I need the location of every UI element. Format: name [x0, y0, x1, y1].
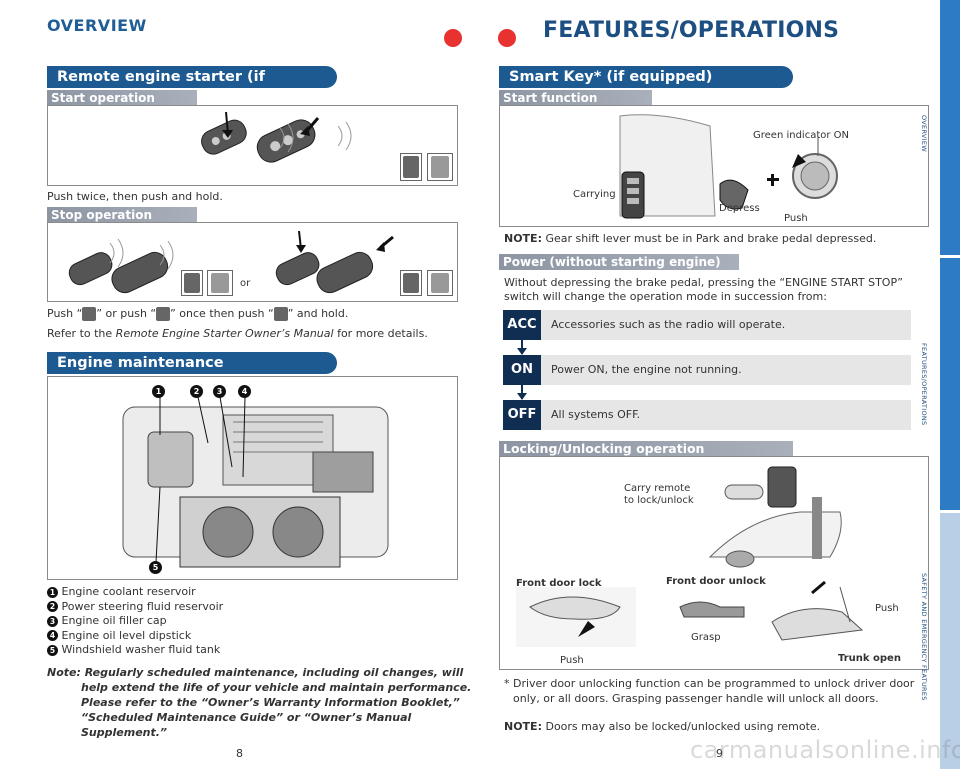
mode-off-row: OFF All systems OFF. [503, 400, 911, 430]
lock-icon-b [400, 270, 422, 296]
mode-arrow-2 [521, 385, 523, 399]
lock-button-icon [400, 153, 422, 181]
depress-label: Depress [719, 203, 760, 214]
front-door-unlock-label: Front door unlock [666, 576, 766, 587]
lock-icon-inline [82, 307, 97, 321]
start-function-label: Start function [499, 90, 652, 106]
callout-4: 4 [238, 385, 251, 398]
mode-acc-row: ACC Accessories such as the radio will o… [503, 310, 911, 340]
page-number-left: 8 [236, 747, 243, 760]
page-number-right: 9 [716, 747, 723, 760]
list-item: 3 Engine oil filler cap [47, 614, 223, 629]
arrow-head-2 [517, 393, 527, 400]
callout-3: 3 [213, 385, 226, 398]
refer-text: Refer to the Remote Engine Starter Owner… [47, 327, 428, 340]
list-item: 2 Power steering fluid reservoir [47, 600, 223, 615]
unlock-icon-b [427, 270, 453, 296]
callout-5: 5 [149, 561, 162, 574]
smart-key-banner: Smart Key* (if equipped) [499, 66, 793, 88]
start-operation-label: Start operation [47, 90, 197, 106]
stop-operation-illustration: or [47, 222, 458, 302]
power-label: Power (without starting engine) [499, 254, 739, 270]
power-description: Without depressing the brake pedal, pres… [504, 276, 903, 303]
stop-fobs-illustration [68, 230, 394, 294]
stop-operation-label: Stop operation [47, 207, 197, 223]
tab-safety[interactable]: SAFETY AND EMERGENCY FEATURES [920, 513, 960, 769]
car-exterior-drawing [516, 466, 864, 647]
red-dot-right [498, 29, 516, 47]
lock-icon-inline-2 [156, 307, 171, 321]
page-title: FEATURES/OPERATIONS [543, 18, 840, 43]
maintenance-note: Note: Regularly scheduled maintenance, i… [47, 666, 472, 739]
front-door-lock-label: Front door lock [516, 578, 602, 589]
or-text: or [240, 278, 251, 289]
off-description: All systems OFF. [551, 408, 641, 421]
arrow-head-1 [517, 348, 527, 355]
tab-features-label: FEATURES/OPERATIONS [920, 343, 928, 426]
acc-badge: ACC [503, 310, 541, 340]
lock-icon-a [181, 270, 203, 296]
remote-fobs-illustration [201, 111, 352, 163]
list-item: 1 Engine coolant reservoir [47, 585, 223, 600]
engine-bay-drawing [122, 396, 389, 568]
locking-footnote: * Driver door unlocking function can be … [504, 677, 915, 705]
trunk-icon [207, 270, 233, 296]
grasp-label: Grasp [691, 632, 721, 643]
start-function-illustration: Green indicator ON Carrying Depress Push [499, 105, 929, 227]
start-operation-illustration [47, 105, 458, 186]
locking-label: Locking/Unlocking operation [499, 441, 793, 457]
on-badge: ON [503, 355, 541, 385]
watermark: carmanualsonline.info [690, 736, 960, 764]
engine-maintenance-banner: Engine maintenance [47, 352, 337, 374]
list-item: 5 Windshield washer fluid tank [47, 643, 223, 658]
engine-illustration: 1 2 3 4 5 [47, 376, 458, 580]
lock-icon-inline-3 [273, 307, 288, 321]
tab-safety-label: SAFETY AND EMERGENCY FEATURES [920, 573, 928, 701]
locking-illustration: Carry remote to lock/unlock Front door l… [499, 456, 929, 670]
unlock-button-icon [427, 153, 453, 181]
push-label: Push [784, 213, 808, 224]
tab-features[interactable]: FEATURES/OPERATIONS [920, 258, 960, 510]
red-dot-left [444, 29, 462, 47]
carry-remote-label: Carry remote to lock/unlock [624, 483, 694, 506]
trunk-open-label: Trunk open [838, 653, 901, 664]
push-label-lock: Push [560, 655, 584, 666]
on-description: Power ON, the engine not running. [551, 363, 742, 376]
remote-starter-banner: Remote engine starter (if equipped) [47, 66, 337, 107]
locking-note: NOTE: Doors may also be locked/unlocked … [504, 720, 821, 733]
tab-overview-label: OVERVIEW [920, 115, 928, 153]
carrying-label: Carrying [573, 189, 616, 200]
start-caption: Push twice, then push and hold. [47, 190, 223, 203]
overview-header: OVERVIEW [47, 16, 147, 35]
mode-on-row: ON Power ON, the engine not running. [503, 355, 911, 385]
list-item: 4 Engine oil level dipstick [47, 629, 223, 644]
mode-arrow-1 [521, 340, 523, 354]
callout-1: 1 [152, 385, 165, 398]
off-badge: OFF [503, 400, 541, 430]
engine-parts-list: 1 Engine coolant reservoir 2 Power steer… [47, 585, 223, 658]
callout-2: 2 [190, 385, 203, 398]
smart-key-note: NOTE: Gear shift lever must be in Park a… [504, 232, 877, 245]
push-instruction: Push “” or push “” once then push “” and… [47, 307, 349, 321]
tab-overview[interactable]: OVERVIEW [920, 0, 960, 255]
green-indicator-label: Green indicator ON [753, 130, 850, 141]
car-interior-drawing [619, 114, 838, 219]
push-label-trunk: Push [875, 603, 899, 614]
acc-description: Accessories such as the radio will opera… [551, 318, 786, 331]
